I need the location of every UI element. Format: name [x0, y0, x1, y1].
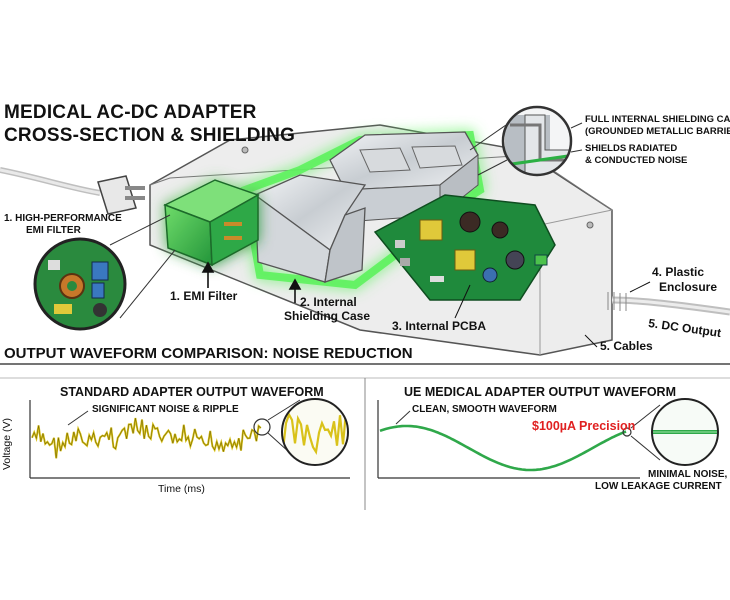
callout-emi-detail-2: EMI FILTER [26, 225, 81, 236]
emi-filter-block [163, 179, 260, 267]
label-shield-case-1: 2. Internal [300, 295, 357, 309]
left-y-axis-label: Voltage (V) [1, 418, 13, 470]
right-waveform-axes [377, 400, 640, 479]
precision-label: $100µA Precision [532, 419, 636, 433]
emi-detail-magnifier [33, 214, 176, 331]
label-plastic-1: 4. Plastic [652, 265, 705, 279]
left-x-axis-label: Time (ms) [158, 483, 205, 495]
callout-emi-detail-1: 1. HIGH-PERFORMANCE [4, 213, 122, 224]
right-note-1: MINIMAL NOISE, [648, 469, 728, 480]
title-line-1: MEDICAL AC-DC ADAPTER [4, 102, 257, 123]
right-panel-title: UE MEDICAL ADAPTER OUTPUT WAVEFORM [404, 385, 676, 399]
right-panel-annotation: CLEAN, SMOOTH WAVEFORM [412, 404, 557, 415]
shield-detail-magnifier [469, 105, 583, 177]
label-shield-case-2: Shielding Case [284, 309, 371, 323]
label-cables: 5. Cables [600, 339, 653, 353]
title-line-2: CROSS-SECTION & SHIELDING [4, 125, 296, 146]
clean-magnifier [622, 398, 719, 466]
callout-shield-case-1: FULL INTERNAL SHIELDING CASE [585, 114, 730, 125]
label-emi-filter: 1. EMI Filter [170, 289, 238, 303]
callout-shields-1: SHIELDS RADIATED [585, 143, 678, 154]
left-panel-annotation: SIGNIFICANT NOISE & RIPPLE [92, 404, 239, 415]
label-plastic-2: Enclosure [659, 280, 718, 294]
ac-plug [97, 175, 145, 215]
label-pcba: 3. Internal PCBA [392, 319, 487, 333]
pcba-board [373, 194, 556, 301]
left-panel-title: STANDARD ADAPTER OUTPUT WAVEFORM [60, 385, 324, 399]
noise-magnifier [253, 398, 349, 466]
callout-shield-case-2: (GROUNDED METALLIC BARRIER) [585, 126, 730, 137]
part-arrows [201, 261, 651, 348]
right-note-2: LOW LEAKAGE CURRENT [595, 481, 722, 492]
section-title: OUTPUT WAVEFORM COMPARISON: NOISE REDUCT… [4, 345, 413, 362]
left-waveform-axes [29, 400, 350, 479]
callout-shields-2: & CONDUCTED NOISE [585, 155, 688, 166]
clean-waveform [379, 424, 627, 472]
shielding-case-front [253, 174, 367, 283]
